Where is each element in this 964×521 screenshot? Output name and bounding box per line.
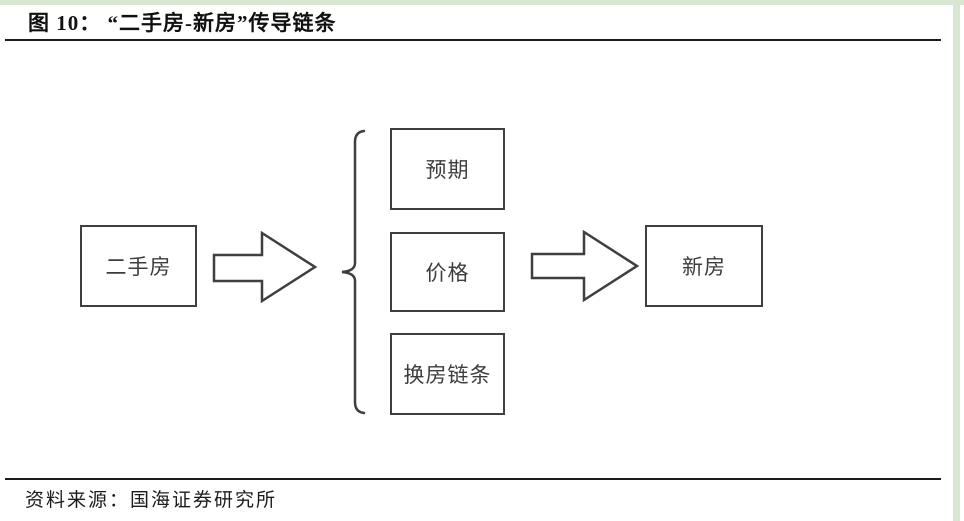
- node-label: 预期: [425, 159, 470, 182]
- node-second-hand-housing: 二手房: [80, 225, 197, 307]
- node-label: 价格: [425, 262, 470, 285]
- source-divider: [5, 478, 941, 480]
- right-arrow-icon: [530, 229, 640, 303]
- node-new-housing: 新房: [645, 225, 763, 307]
- title-divider: [5, 39, 941, 41]
- node-swap-chain: 换房链条: [390, 333, 505, 415]
- curly-brace-icon: [341, 129, 366, 415]
- node-expectation: 预期: [390, 128, 505, 210]
- panel-border-right: [953, 0, 960, 521]
- figure-title: 图 10： “二手房-新房”传导链条: [28, 11, 337, 35]
- right-arrow-icon: [212, 230, 318, 304]
- panel-border-top: [0, 0, 964, 5]
- node-label: 新房: [682, 256, 726, 279]
- source-text: 资料来源：国海证券研究所: [25, 490, 278, 511]
- node-price: 价格: [390, 232, 505, 312]
- node-label: 二手房: [105, 256, 172, 279]
- node-label: 换房链条: [403, 364, 492, 387]
